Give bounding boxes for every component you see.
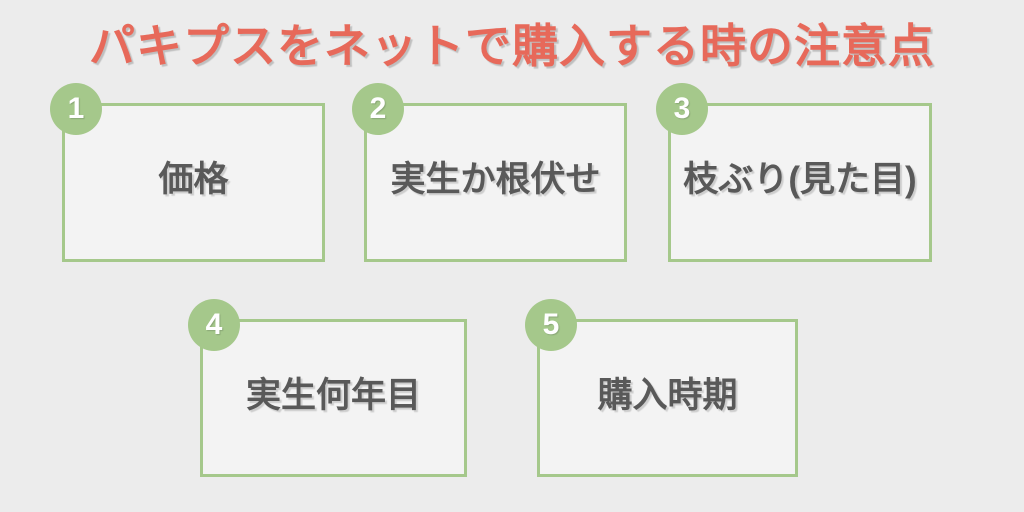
note-label: 購入時期 bbox=[597, 375, 738, 415]
note-label: 枝ぶり(見た目) bbox=[683, 160, 917, 199]
note-label: 価格 bbox=[158, 160, 229, 199]
number-badge-2: 2 bbox=[352, 83, 404, 135]
note-box-seedling-age: 4 実生何年目 bbox=[188, 299, 467, 477]
note-box-purchase-timing: 5 購入時期 bbox=[525, 299, 798, 477]
note-box-seedling-or-rootcutting: 2 実生か根伏せ bbox=[352, 83, 627, 262]
note-box-branch-appearance: 3 枝ぶり(見た目) bbox=[656, 83, 932, 262]
page-title: パキプスをネットで購入する時の注意点 bbox=[89, 20, 935, 72]
number-badge-3: 3 bbox=[656, 83, 708, 135]
note-label: 実生か根伏せ bbox=[390, 160, 601, 199]
number-badge-4: 4 bbox=[188, 299, 240, 351]
note-label: 実生何年目 bbox=[245, 375, 421, 415]
number-badge-5: 5 bbox=[525, 299, 577, 351]
note-box-price: 1 価格 bbox=[50, 83, 325, 262]
number-badge-1: 1 bbox=[50, 83, 102, 135]
